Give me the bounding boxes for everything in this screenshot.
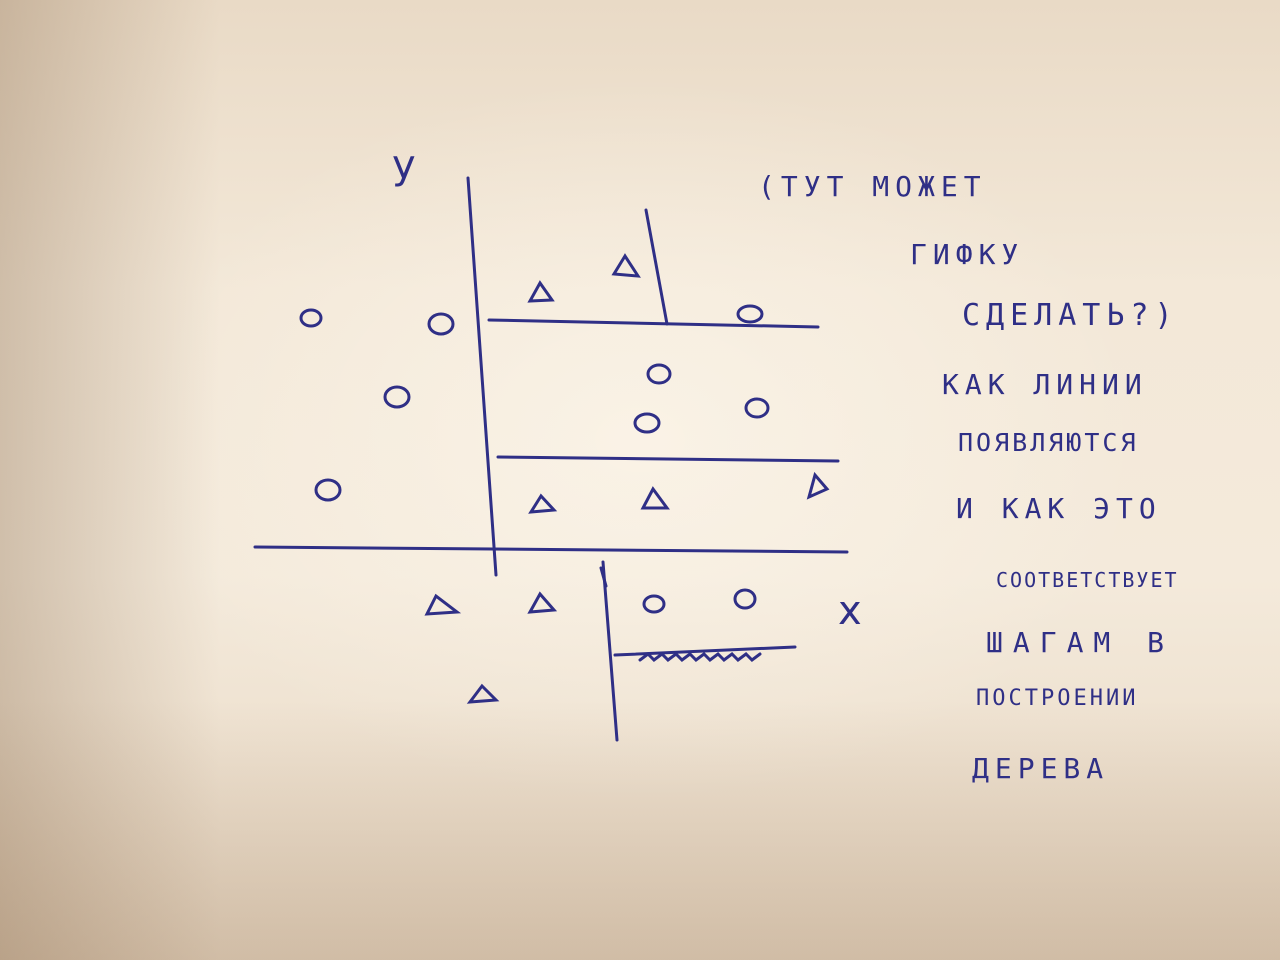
split-line-tick (599, 566, 608, 588)
note-line: ПОСТРОЕНИИ (976, 686, 1139, 711)
note-line: ШАГАМ В (986, 626, 1175, 659)
circle-marker (383, 385, 411, 409)
circle-marker (633, 412, 661, 434)
split-line-middle (496, 455, 840, 463)
note-line: (ТУТ МОЖЕТ (758, 170, 987, 203)
triangle-marker (640, 486, 670, 510)
split-line-top-vertical (644, 208, 669, 326)
circle-marker (646, 363, 672, 385)
circle-marker (299, 308, 323, 328)
circle-marker (736, 304, 764, 324)
circle-marker (733, 588, 757, 610)
paper-shadow-bottom (0, 700, 1280, 960)
split-line-top (487, 318, 820, 329)
note-line: ГИФКУ (910, 238, 1025, 271)
circle-marker (744, 397, 770, 419)
triangle-marker (527, 591, 558, 614)
split-line-lower-horizontal (613, 645, 797, 657)
triangle-marker (806, 471, 830, 500)
note-line: ДЕРЕВА (972, 752, 1110, 785)
circle-marker (314, 478, 342, 502)
x-axis (253, 545, 849, 554)
x-axis-label: x (838, 588, 862, 634)
note-line: СДЕЛАТЬ?) (962, 298, 1179, 333)
note-line: ПОЯВЛЯЮТСЯ (958, 428, 1139, 457)
circle-marker (642, 594, 666, 614)
triangle-marker (527, 280, 555, 303)
split-line-lower-vertical (601, 560, 619, 742)
y-axis-label: y (392, 142, 416, 188)
split-line-scribble (638, 652, 762, 662)
y-axis (466, 176, 498, 577)
note-line: КАК ЛИНИИ (942, 368, 1148, 401)
note-line: СООТВЕТСТВУЕТ (996, 568, 1179, 592)
triangle-marker (424, 593, 462, 616)
triangle-marker (466, 683, 500, 704)
triangle-marker (611, 253, 641, 278)
note-line: И КАК ЭТО (956, 492, 1162, 525)
circle-marker (427, 312, 455, 336)
paper-shadow-left (0, 0, 220, 960)
triangle-marker (528, 493, 558, 514)
